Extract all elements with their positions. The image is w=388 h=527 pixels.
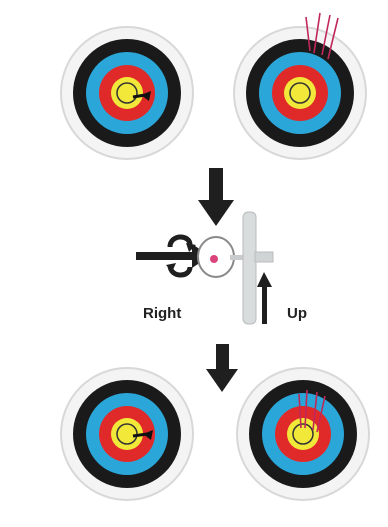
sight-adjust-icon: Right Up (136, 212, 307, 324)
target-top-right-icon (234, 13, 366, 159)
down-arrow-icon (198, 168, 234, 226)
target-bottom-left-icon (61, 368, 193, 500)
target-bottom-right-icon (237, 368, 369, 500)
label-up: Up (287, 305, 307, 322)
label-right: Right (143, 305, 181, 322)
target-top-left-icon (61, 27, 193, 159)
sight-pin-icon (210, 255, 218, 263)
down-arrow-bottom-icon (206, 344, 238, 392)
up-arrow-icon (257, 272, 272, 324)
